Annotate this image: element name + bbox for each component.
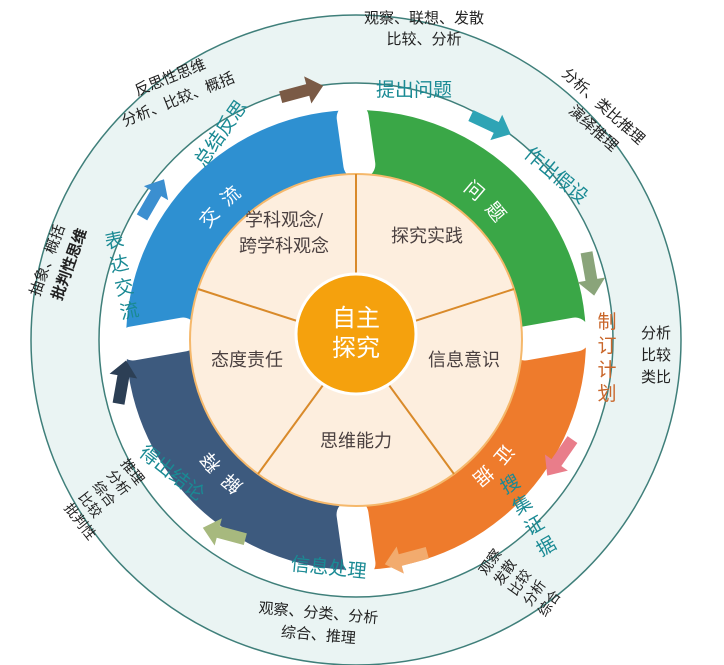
step-char: 表 <box>103 228 126 253</box>
arrow-express-to-reflect <box>136 179 169 221</box>
core-label-practice: 探究实践 <box>391 226 463 247</box>
stage-band-question <box>356 110 586 340</box>
core-label-thinking: 思维能力 <box>320 431 392 452</box>
method-plan-line1: 分析 <box>641 324 671 342</box>
stage-band-communicate <box>126 110 356 340</box>
method-raise-line1: 观察、联想、发散 <box>364 9 484 27</box>
arrow-raise-to-hypothesis <box>468 110 511 141</box>
svg-text:表达交流: 表达交流 <box>103 228 141 324</box>
stage-band-evidence <box>356 340 586 570</box>
step-label-express: 表达交流 <box>103 228 141 324</box>
step-char: 制 <box>597 311 616 333</box>
step-label-plan: 制订计划 <box>597 311 616 405</box>
arrow-reflect-to-raise <box>279 76 324 104</box>
step-char: 计 <box>597 359 616 381</box>
arrow-collect-to-process <box>384 546 429 574</box>
method-plan-line3: 类比 <box>641 368 671 386</box>
step-label-raise: 提出问题 <box>376 79 452 101</box>
arrow-process-to-conclude <box>202 518 247 546</box>
band-gaps <box>117 102 591 579</box>
core-label-attitude: 态度责任 <box>211 350 283 371</box>
center-label-line1: 自主 <box>332 304 380 332</box>
step-char: 交 <box>113 275 136 300</box>
arrow-conclude-to-express <box>109 360 138 405</box>
method-plan-line2: 比较 <box>641 346 671 364</box>
core-label-concept-line2: 跨学科观念 <box>239 235 329 257</box>
step-char: 达 <box>108 252 131 277</box>
center-label-line2: 探究 <box>332 334 380 362</box>
arrow-plan-to-collect <box>544 436 578 476</box>
svg-text:制订计划: 制订计划 <box>597 311 616 405</box>
step-char: 流 <box>118 299 141 324</box>
center-circle <box>294 272 418 396</box>
stage-band-explain <box>126 340 356 570</box>
step-char: 划 <box>597 383 616 405</box>
core-label-info: 信息意识 <box>428 350 500 371</box>
method-collect: 观察 发散 比较 分析 综合 <box>475 546 564 620</box>
arrow-hypothesis-to-plan <box>577 251 606 296</box>
core-label-concept-line1: 学科观念/ <box>245 209 324 231</box>
step-char: 订 <box>597 335 616 357</box>
method-raise-line2: 比较、分析 <box>386 30 461 48</box>
